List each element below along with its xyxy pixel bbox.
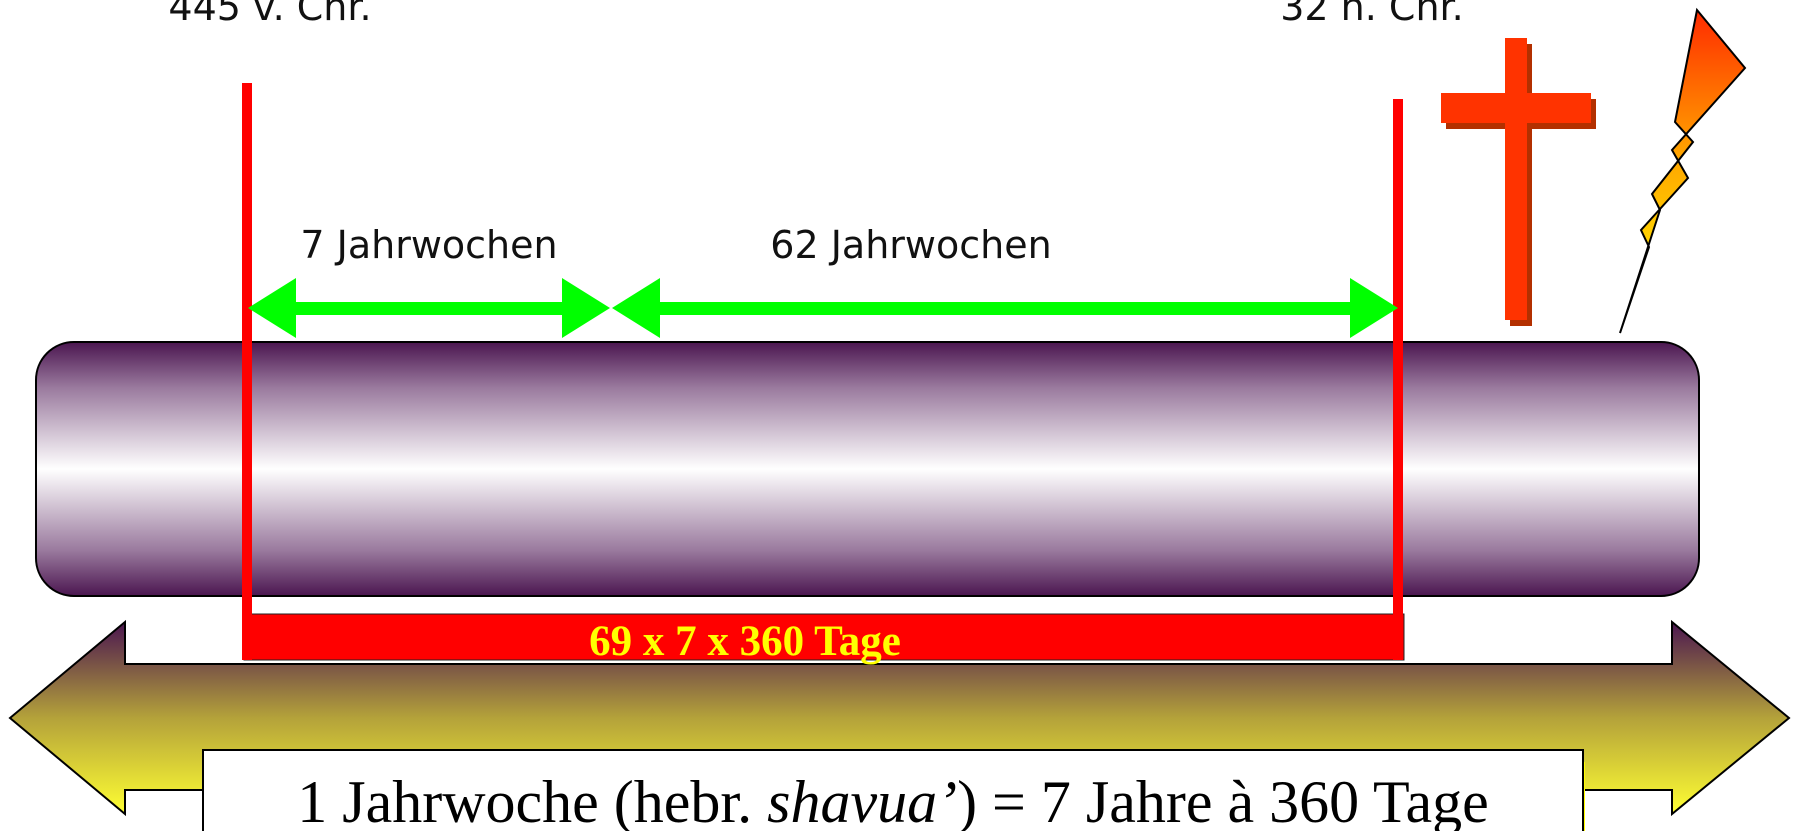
segment-2-label: 62 Jahrwochen xyxy=(770,223,1051,267)
start-date-label: 445 v. Chr. xyxy=(168,0,371,29)
timeline-bar xyxy=(35,341,1700,597)
definition-box xyxy=(202,749,1584,831)
span-label: 69 x 7 x 360 Tage xyxy=(589,618,901,665)
segment-arrow-62 xyxy=(612,278,1398,338)
span-bar xyxy=(243,613,1405,661)
lightning-icon xyxy=(1619,7,1747,334)
definition-prefix: 1 Jahrwoche (hebr. xyxy=(297,769,767,831)
definition-text: 1 Jahrwoche (hebr. shavua’) = 7 Jahre à … xyxy=(297,769,1489,831)
segment-1-label: 7 Jahrwochen xyxy=(300,223,557,267)
cross-icon xyxy=(1441,38,1596,326)
segment-arrow-7 xyxy=(248,278,610,338)
end-marker xyxy=(1393,99,1403,660)
start-marker xyxy=(242,83,252,660)
definition-suffix: ) = 7 Jahre à 360 Tage xyxy=(957,769,1489,831)
end-date-label: 32 n. Chr. xyxy=(1280,0,1464,29)
definition-term: shavua’ xyxy=(767,769,957,831)
